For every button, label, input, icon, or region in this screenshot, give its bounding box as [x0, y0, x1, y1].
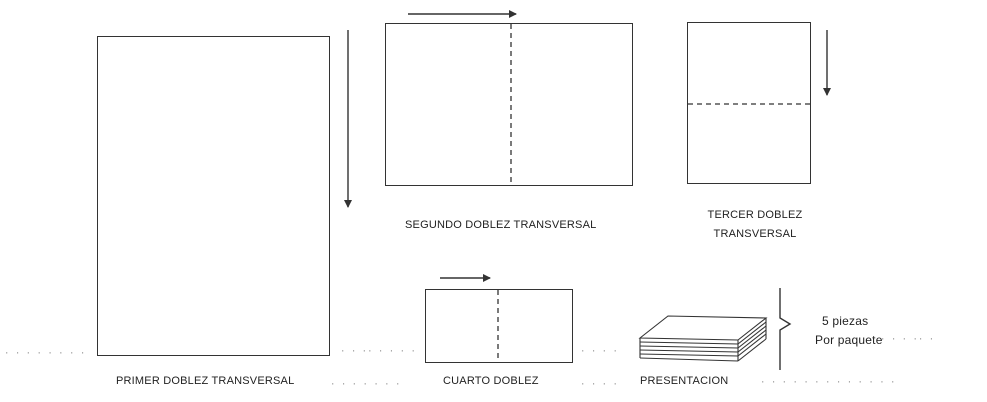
tercer-doblez-panel [687, 22, 811, 184]
piezas-label: 5 piezas [822, 314, 869, 328]
scan-noise: · · · · · · · · [4, 349, 86, 359]
folded-stack [638, 315, 768, 362]
primer-doblez-panel [97, 36, 330, 356]
scan-noise: · · ·· · · · · [340, 347, 416, 357]
tercer-doblez-label-line2: TRANSVERSAL [713, 228, 797, 240]
paquete-label: Por paquete [815, 333, 883, 347]
segundo-doblez-panel [385, 23, 633, 186]
tercer-doblez-label-line1: TERCER DOBLEZ [707, 209, 803, 221]
segundo-doblez-label: SEGUNDO DOBLEZ TRANSVERSAL [405, 219, 597, 231]
scan-noise: · · · · · · · [330, 380, 401, 390]
presentacion-label: PRESENTACION [640, 375, 729, 387]
cuarto-doblez-label: CUARTO DOBLEZ [443, 375, 539, 387]
scan-noise: · · · · · · · · · · · · · [760, 378, 896, 388]
scan-noise: · · · ·· · [880, 335, 935, 345]
primer-doblez-label: PRIMER DOBLEZ TRANSVERSAL [116, 375, 295, 387]
scan-noise: · · · · [580, 347, 618, 357]
scan-noise: · · · · [580, 380, 618, 390]
cuarto-doblez-panel [425, 289, 573, 363]
quantity-brace [779, 288, 792, 370]
